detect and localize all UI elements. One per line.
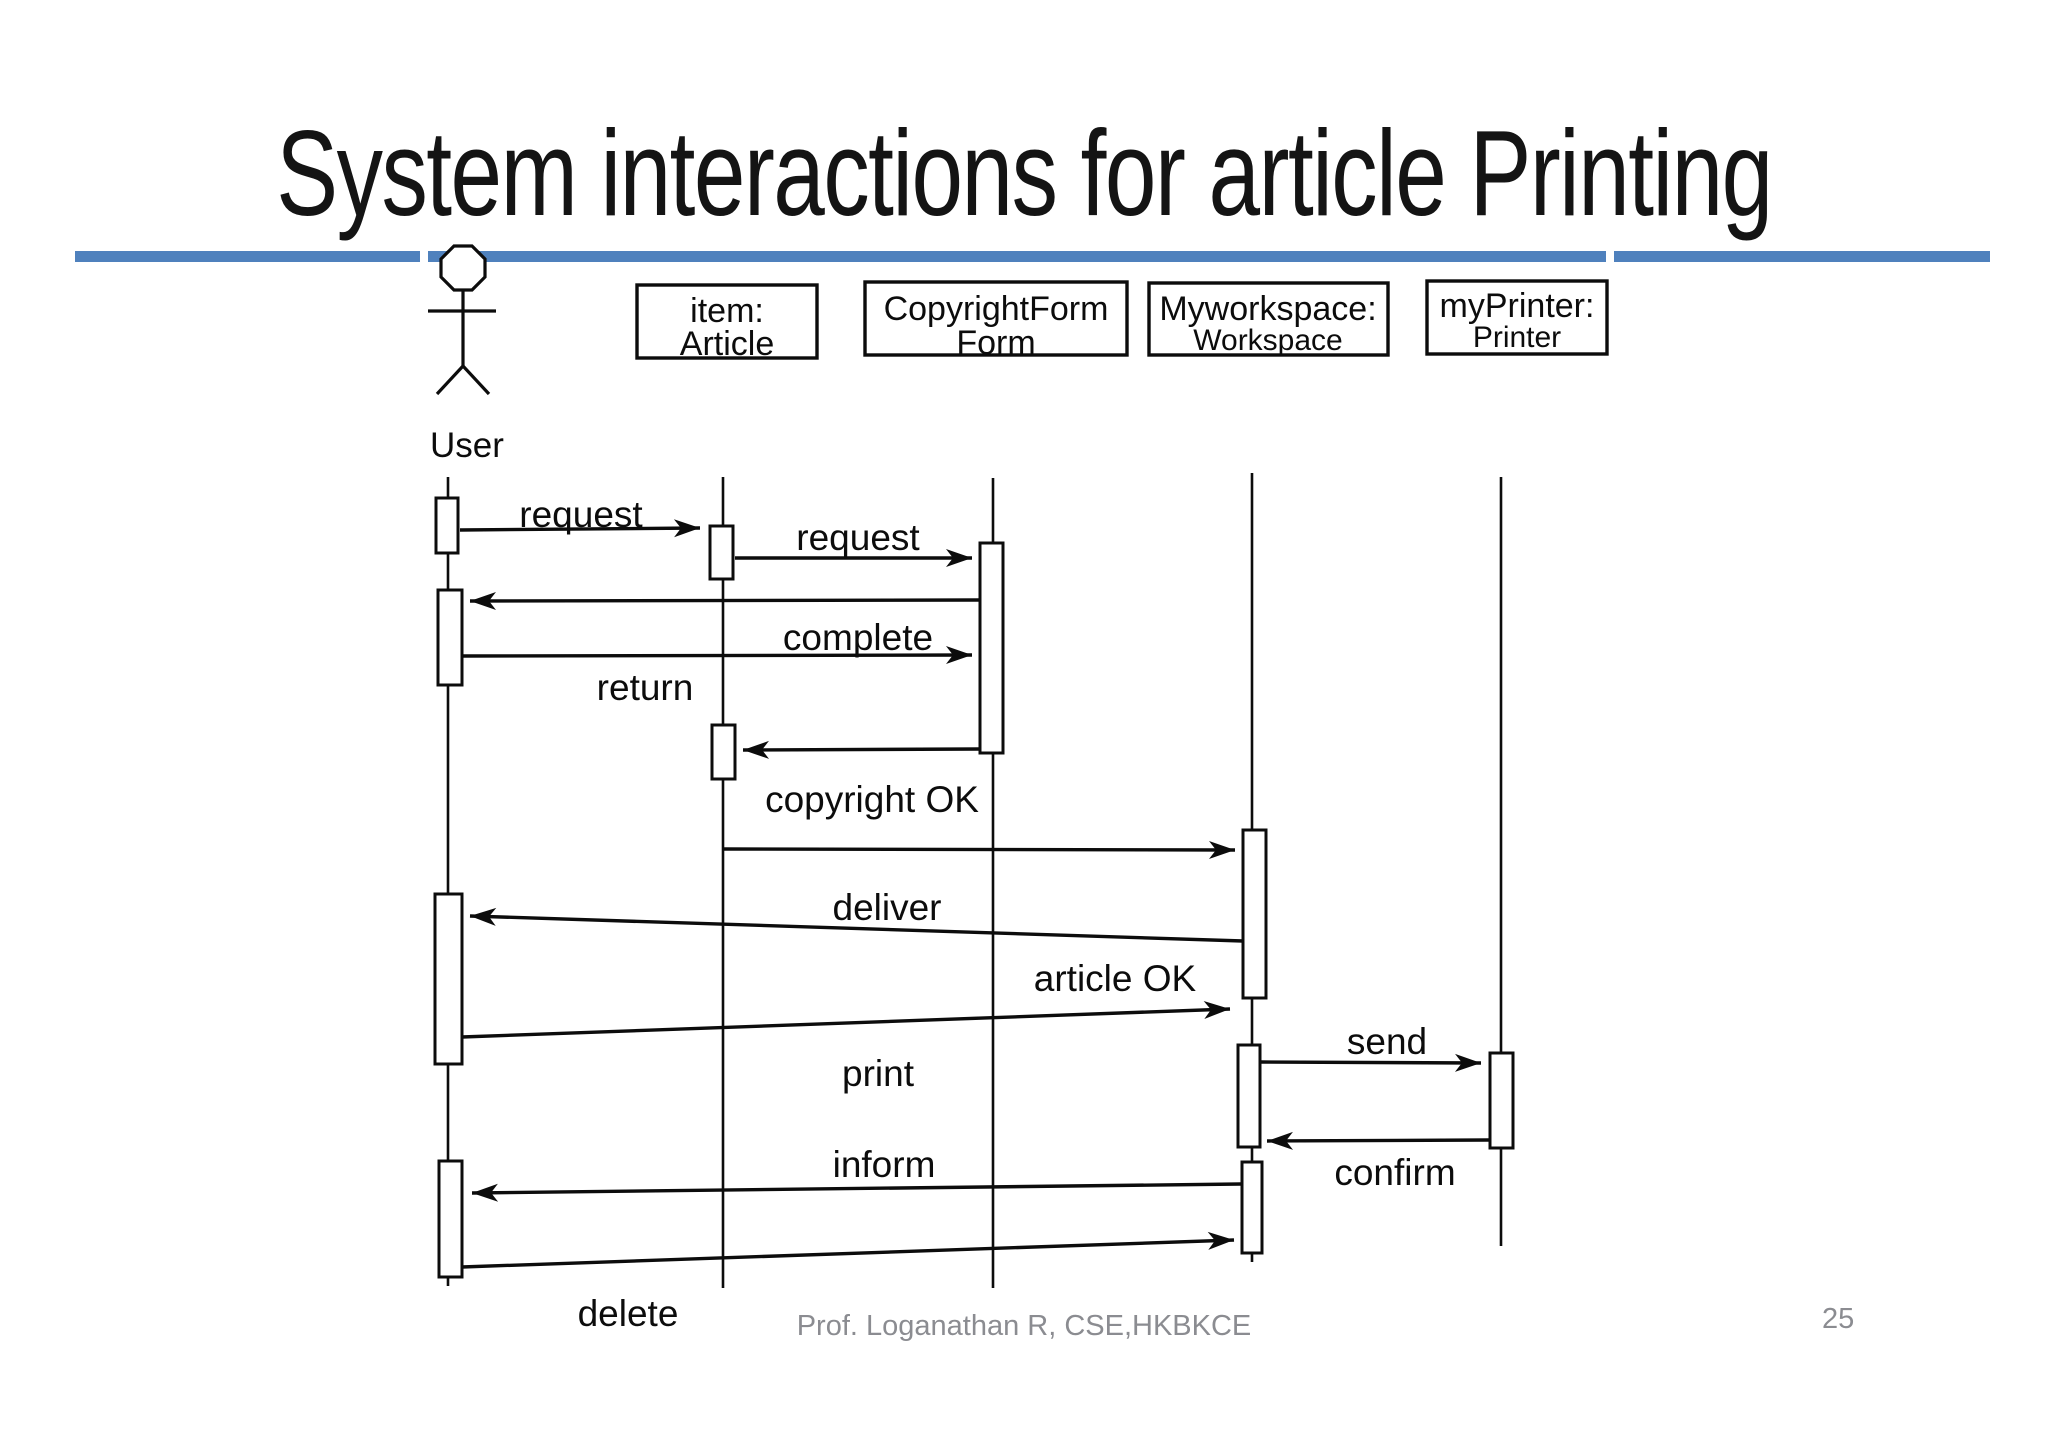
message-label-return: return	[597, 667, 694, 708]
object-box	[635, 283, 819, 360]
message-label-delete: delete	[578, 1293, 679, 1334]
message-label-complete: complete	[783, 617, 933, 658]
accent-bar-segment-left	[75, 251, 420, 262]
actor-head	[439, 244, 487, 292]
message-label-copyright-ok: copyright OK	[765, 779, 979, 820]
activation-bar-user-4	[437, 1159, 464, 1279]
activation-bar-workspace-3	[1240, 1160, 1264, 1255]
message-arrow-copyright-ok	[742, 740, 982, 759]
message-label-print: print	[842, 1053, 915, 1094]
object-box-copyrightform: CopyrightForm Form	[863, 280, 1129, 362]
message-arrow-deliver	[722, 840, 1236, 859]
message-label-confirm: confirm	[1334, 1152, 1455, 1193]
message-label-deliver: deliver	[833, 887, 942, 928]
accent-bar-segment-middle	[428, 251, 1606, 262]
activation-bar-item-2	[710, 723, 737, 781]
message-arrow-return	[469, 591, 982, 610]
object-box	[1425, 279, 1609, 356]
activation-bar-user-2	[436, 588, 464, 687]
object-box	[863, 280, 1129, 357]
message-label-article-ok: article OK	[1034, 958, 1197, 999]
actor-leg-left	[435, 364, 465, 396]
message-arrow-delete	[461, 1231, 1235, 1269]
object-box-myprinter: myPrinter: Printer	[1425, 279, 1609, 356]
activation-bar-printer	[1488, 1051, 1515, 1150]
message-label-inform: inform	[833, 1144, 936, 1185]
message-arrow-print	[461, 1000, 1231, 1039]
message-arrow-confirm	[1266, 1131, 1490, 1150]
activation-bar-item-1	[708, 524, 735, 581]
activation-bar-workspace-2	[1236, 1043, 1262, 1149]
activation-bar-copyrightform	[978, 541, 1005, 755]
object-name-line1: CopyrightForm	[884, 290, 1109, 328]
message-arrow-inform	[471, 1182, 1242, 1202]
object-name-line2: Workspace	[1193, 324, 1343, 357]
object-name-line1: Myworkspace:	[1159, 290, 1376, 328]
object-name-line2: Article	[680, 325, 774, 363]
actor-leg-right	[461, 364, 491, 396]
activation-bar-workspace-1	[1241, 828, 1268, 1000]
page-number: 25	[1822, 1303, 1855, 1335]
accent-bar-segment-right	[1614, 251, 1990, 262]
message-arrow-complete	[461, 646, 973, 665]
activation-bar-user-1	[434, 496, 460, 555]
message-arrow-send	[1260, 1053, 1482, 1072]
footer-credit: Prof. Loganathan R, CSE,HKBKCE	[796, 1310, 1252, 1342]
message-arrow-article-ok	[469, 907, 1244, 943]
message-label-send: send	[1347, 1021, 1427, 1062]
page-title: System interactions for article Printing	[276, 105, 1773, 241]
message-arrow-request-1	[459, 519, 701, 538]
user-actor-icon	[428, 244, 496, 396]
object-name-line1: myPrinter:	[1440, 287, 1595, 325]
activation-bar-user-3	[433, 892, 464, 1066]
message-label-request-2: request	[796, 517, 920, 558]
object-name-line1: item:	[690, 292, 764, 330]
object-name-line2: Printer	[1473, 321, 1561, 354]
object-box-myworkspace: Myworkspace: Workspace	[1147, 281, 1390, 357]
message-label-request-1: request	[519, 494, 643, 535]
object-box-item-article: item: Article	[635, 283, 819, 363]
object-name-line2: Form	[956, 324, 1035, 362]
actor-name-label: User	[430, 426, 504, 465]
object-box	[1147, 281, 1390, 357]
